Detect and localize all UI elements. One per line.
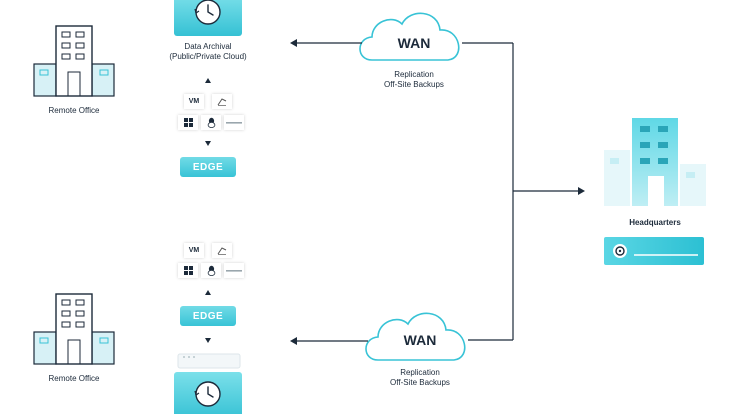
wan-bottom-caption-line1: Replication (400, 368, 440, 377)
arrowhead-to-archival (290, 39, 297, 47)
linux-icon (201, 263, 221, 278)
wan-top-caption-line1: Replication (394, 70, 434, 79)
wan-bottom-label: WAN (403, 332, 437, 348)
wan-bottom-caption: Replication Off-Site Backups (368, 368, 472, 388)
sql-server-icon (212, 243, 232, 258)
storage-icon (224, 263, 244, 278)
platform-grid-top: VM (178, 94, 244, 134)
platform-grid-bottom: VM (178, 243, 244, 283)
arrowhead-to-headquarters (578, 187, 585, 195)
hq-console-logo-icon (613, 244, 627, 258)
wan-bottom-caption-line2: Off-Site Backups (390, 378, 450, 387)
wan-top-caption-line2: Off-Site Backups (384, 80, 444, 89)
wan-top-caption: Replication Off-Site Backups (362, 70, 466, 90)
archival-label-line2: (Public/Private Cloud) (169, 52, 247, 61)
headquarters-building-icon (604, 118, 706, 206)
linux-icon (201, 115, 221, 130)
remote-office-top-building-icon (33, 25, 115, 97)
edge-appliance-bottom: EDGE (180, 306, 236, 326)
connector-lines (296, 42, 578, 342)
archival-label-line1: Data Archival (184, 42, 232, 51)
archival-label: Data Archival (Public/Private Cloud) (148, 42, 268, 62)
wan-top-label: WAN (397, 35, 431, 51)
vm-icon: VM (184, 94, 204, 109)
wan-bottom-cloud-icon (365, 312, 466, 361)
archival-bottom-tile (174, 353, 242, 414)
remote-office-bottom-building-icon (33, 293, 115, 365)
edge-appliance-top: EDGE (180, 157, 236, 177)
storage-icon (224, 115, 244, 130)
windows-icon (178, 263, 198, 278)
remote-office-bottom-label: Remote Office (48, 374, 100, 383)
remote-office-top-label: Remote Office (48, 106, 100, 115)
wan-top-cloud-icon (359, 12, 460, 61)
arrowhead-to-archival-bottom (290, 337, 297, 345)
archival-top-tile (174, 0, 242, 36)
vm-icon: VM (184, 243, 204, 258)
windows-icon (178, 115, 198, 130)
sql-server-icon (212, 94, 232, 109)
headquarters-label: Headquarters (629, 218, 681, 227)
flow-arrows (205, 78, 211, 343)
